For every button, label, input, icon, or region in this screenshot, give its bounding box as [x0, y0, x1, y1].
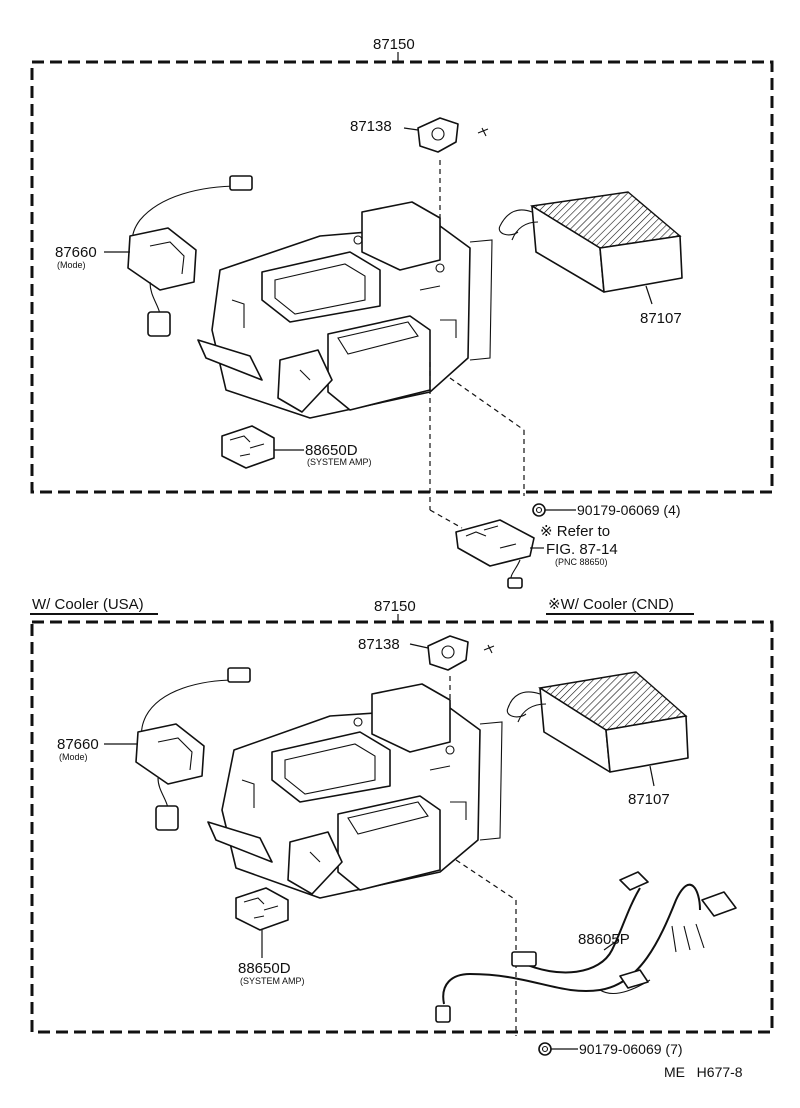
top-assembly-frame — [30, 60, 774, 494]
top-nut-label: 90179-06069 (4) — [577, 502, 681, 518]
top-evaporator — [498, 191, 683, 305]
top-refer-line1: ※ Refer to — [540, 523, 610, 540]
top-heater-unit — [197, 201, 525, 529]
top-section: 87150 87138 87660 (Mode) — [30, 36, 774, 589]
top-mode-actuator-sub: (Mode) — [57, 260, 86, 270]
top-evaporator-label: 87107 — [640, 310, 682, 327]
top-refer-line3: (PNC 88650) — [555, 557, 608, 567]
footer-code: ME H677-8 — [664, 1064, 743, 1080]
top-servo-label: 87138 — [350, 118, 392, 135]
bottom-servo-label: 87138 — [358, 636, 400, 653]
bottom-system-amp — [235, 887, 289, 958]
bottom-nut-label: 90179-06069 (7) — [579, 1041, 683, 1057]
bottom-harness-label: 88605P — [578, 931, 630, 948]
bottom-heading-left: W/ Cooler (USA) — [32, 596, 144, 613]
top-mode-actuator — [104, 175, 253, 337]
bottom-amp-sub: (SYSTEM AMP) — [240, 976, 305, 986]
bottom-nut — [538, 1042, 578, 1056]
bottom-mode-actuator-sub: (Mode) — [59, 752, 88, 762]
bottom-mode-actuator — [104, 667, 251, 831]
bottom-assembly-frame — [30, 620, 774, 1034]
bottom-wire-harness — [435, 871, 737, 1023]
top-mode-actuator-label: 87660 — [55, 244, 97, 261]
bottom-mode-actuator-label: 87660 — [57, 736, 99, 753]
top-amp-sub: (SYSTEM AMP) — [307, 457, 372, 467]
top-assembly-label: 87150 — [373, 36, 415, 53]
bottom-evaporator — [506, 671, 689, 787]
top-nut — [532, 503, 576, 517]
top-refer-line2: FIG. 87-14 — [546, 541, 618, 558]
bottom-heading-right: ※W/ Cooler (CND) — [548, 596, 674, 613]
bottom-assembly-label: 87150 — [374, 598, 416, 615]
bottom-evaporator-label: 87107 — [628, 791, 670, 808]
bottom-section: W/ Cooler (USA) ※W/ Cooler (CND) 87150 8… — [30, 596, 774, 1057]
top-amp-label: 88650D — [305, 442, 358, 459]
top-external-amp — [455, 519, 544, 589]
top-system-amp — [221, 425, 304, 469]
bottom-amp-label: 88650D — [238, 960, 291, 977]
bottom-heater-unit — [207, 683, 517, 1036]
